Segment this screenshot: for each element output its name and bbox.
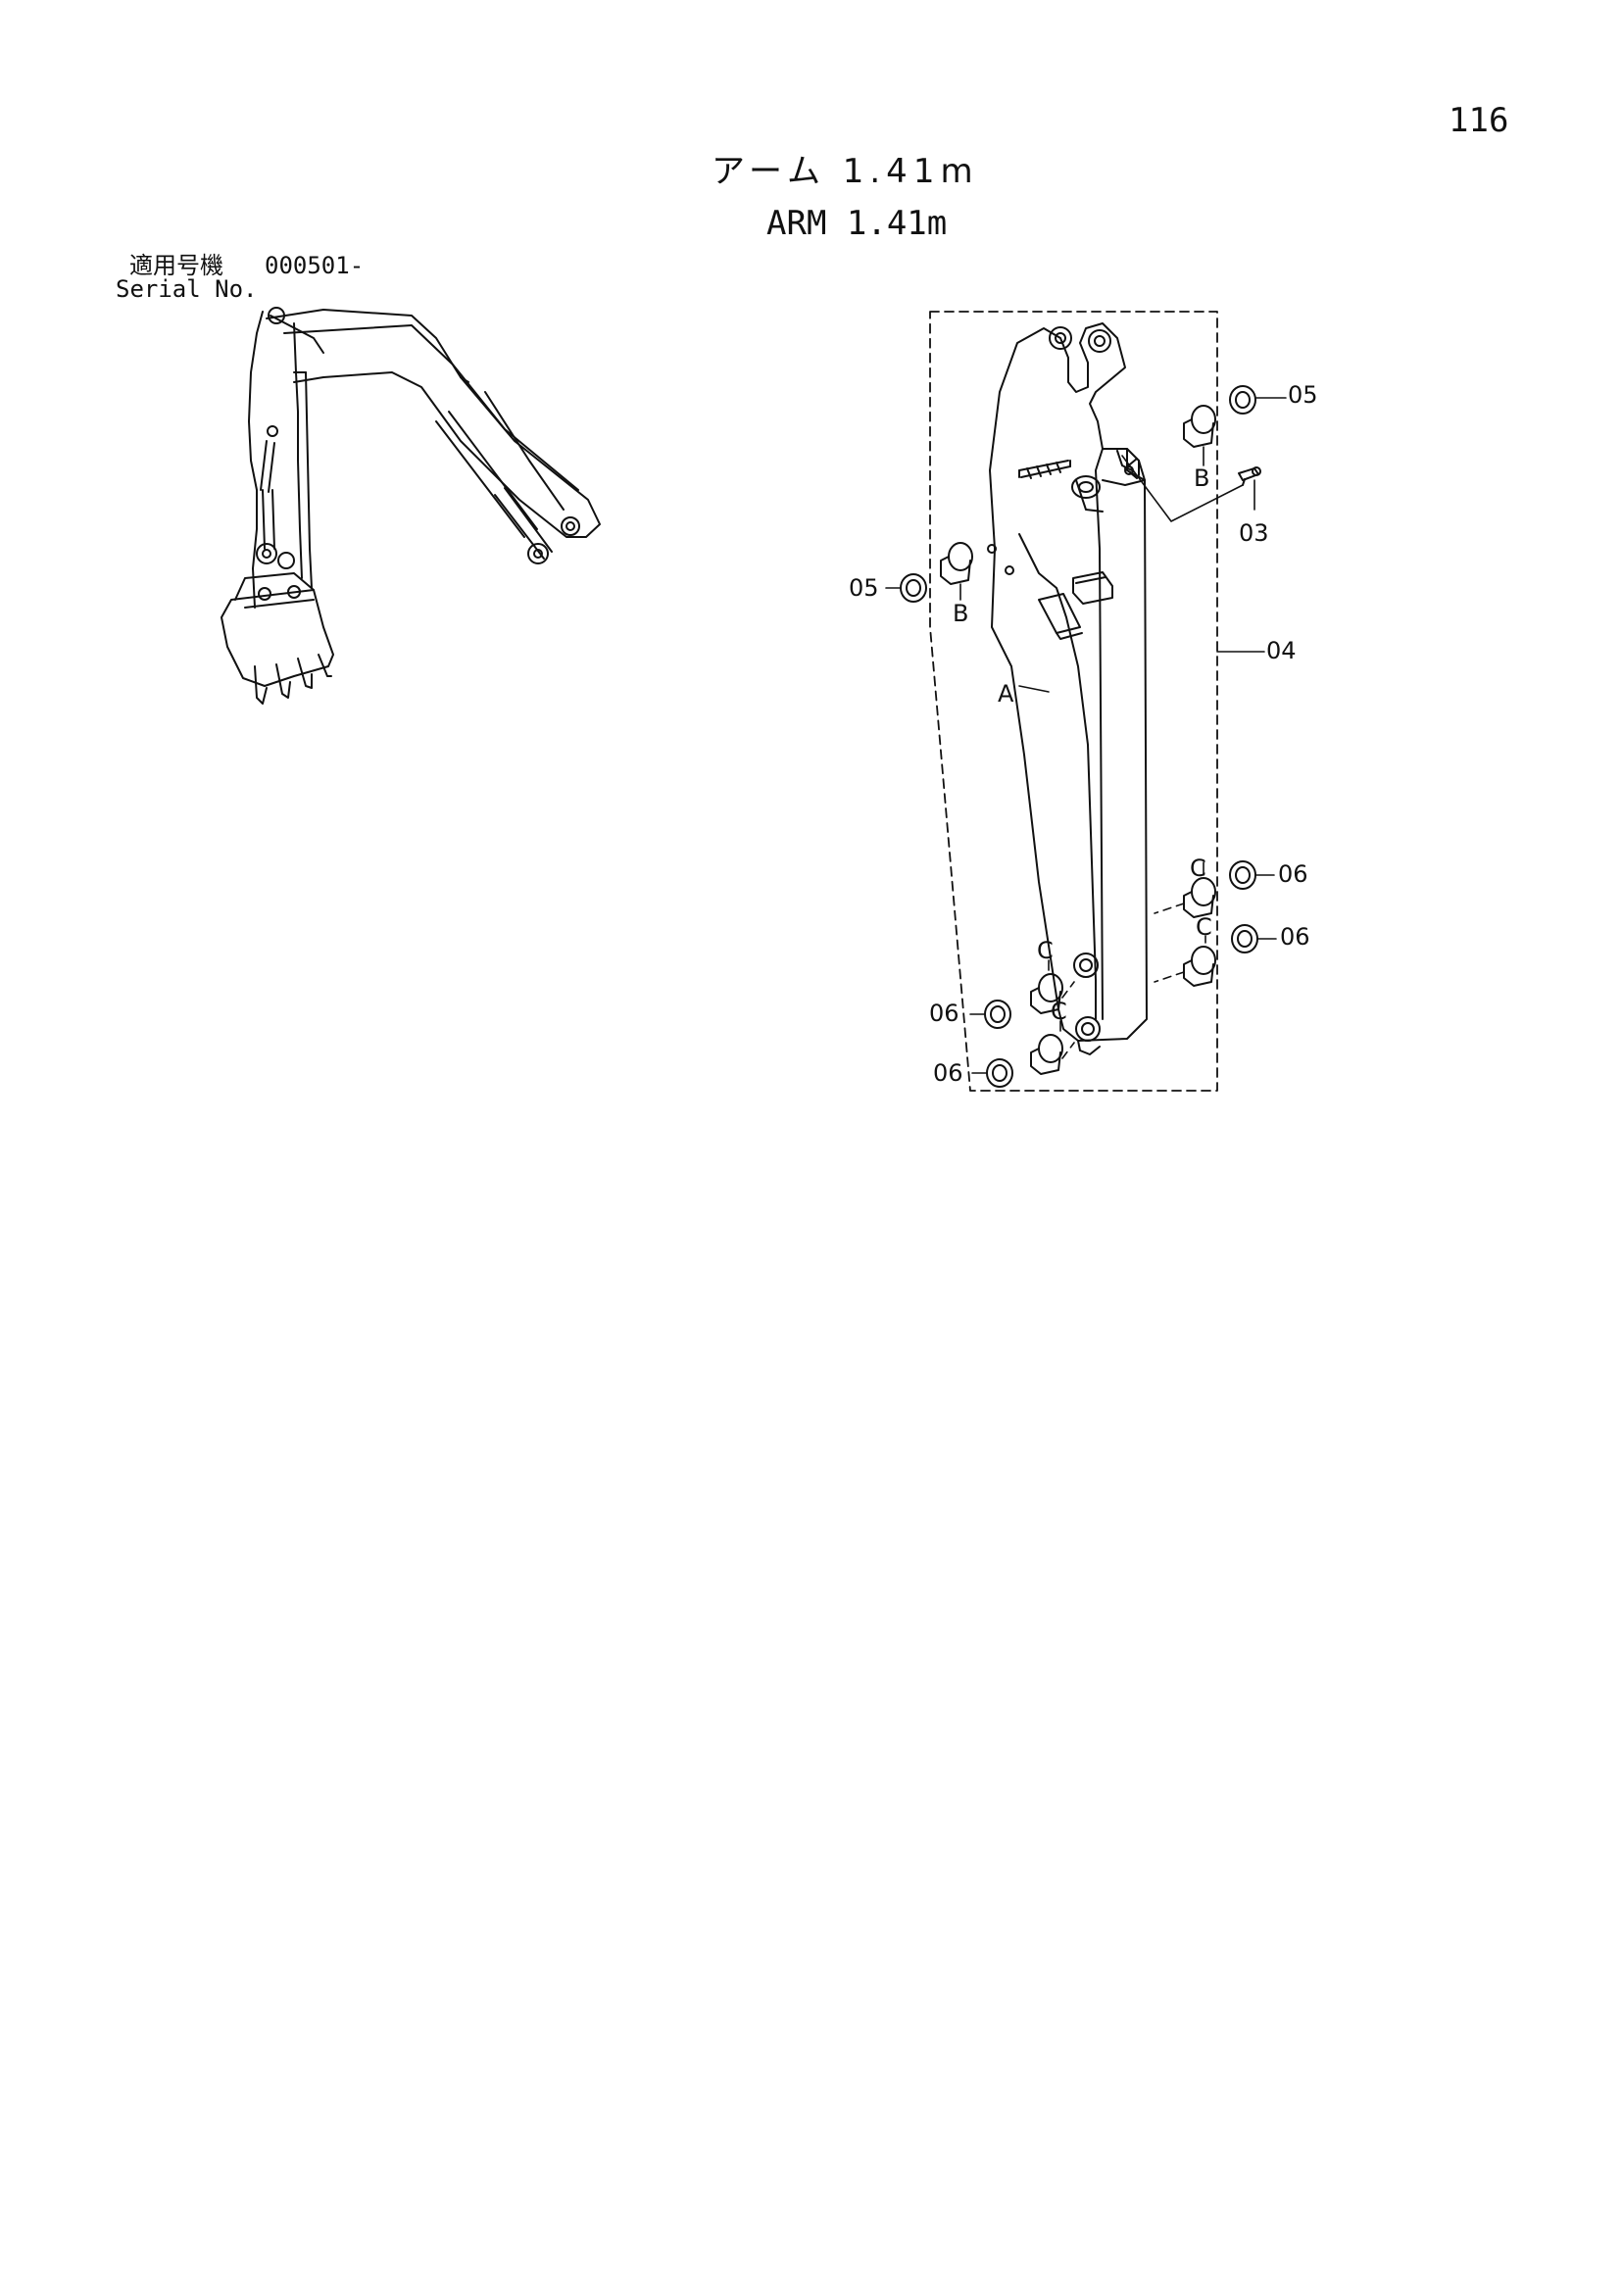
callout-part-05-upper: 05 xyxy=(1288,381,1318,409)
callout-part-04: 04 xyxy=(1266,637,1297,664)
serial-range: 000501- xyxy=(265,252,365,279)
callout-part-06-left-lower: 06 xyxy=(933,1059,963,1087)
callout-part-03: 03 xyxy=(1239,519,1269,547)
callout-letter-a: A xyxy=(998,680,1014,708)
arm-assembly-drawing xyxy=(885,311,1287,1092)
excavator-overview-illustration xyxy=(221,307,601,705)
callout-part-06-right-lower: 06 xyxy=(1280,923,1310,951)
callout-letter-c-right-lower: C xyxy=(1196,913,1212,941)
title-english: ARM 1.41m xyxy=(766,204,948,243)
callout-letter-c-right-upper: C xyxy=(1190,855,1206,882)
page-number: 116 xyxy=(1449,101,1509,140)
serial-label-japanese: 適用号機 xyxy=(129,252,223,279)
callout-part-06-left-upper: 06 xyxy=(929,1000,959,1027)
callout-letter-b-upper: B xyxy=(1194,464,1209,492)
callout-letter-c-left-upper: C xyxy=(1037,937,1054,964)
serial-label-english: Serial No. xyxy=(116,275,258,303)
callout-part-06-right-upper: 06 xyxy=(1278,860,1308,888)
title-japanese: アーム 1.41m xyxy=(712,152,979,191)
callout-part-05-lower: 05 xyxy=(849,574,879,602)
callout-letter-c-left-lower: C xyxy=(1051,998,1067,1025)
callout-labels: 05 03 B 05 B 04 A C 06 C 06 C 06 C 06 xyxy=(849,381,1318,1087)
callout-letter-b-lower: B xyxy=(953,600,968,627)
